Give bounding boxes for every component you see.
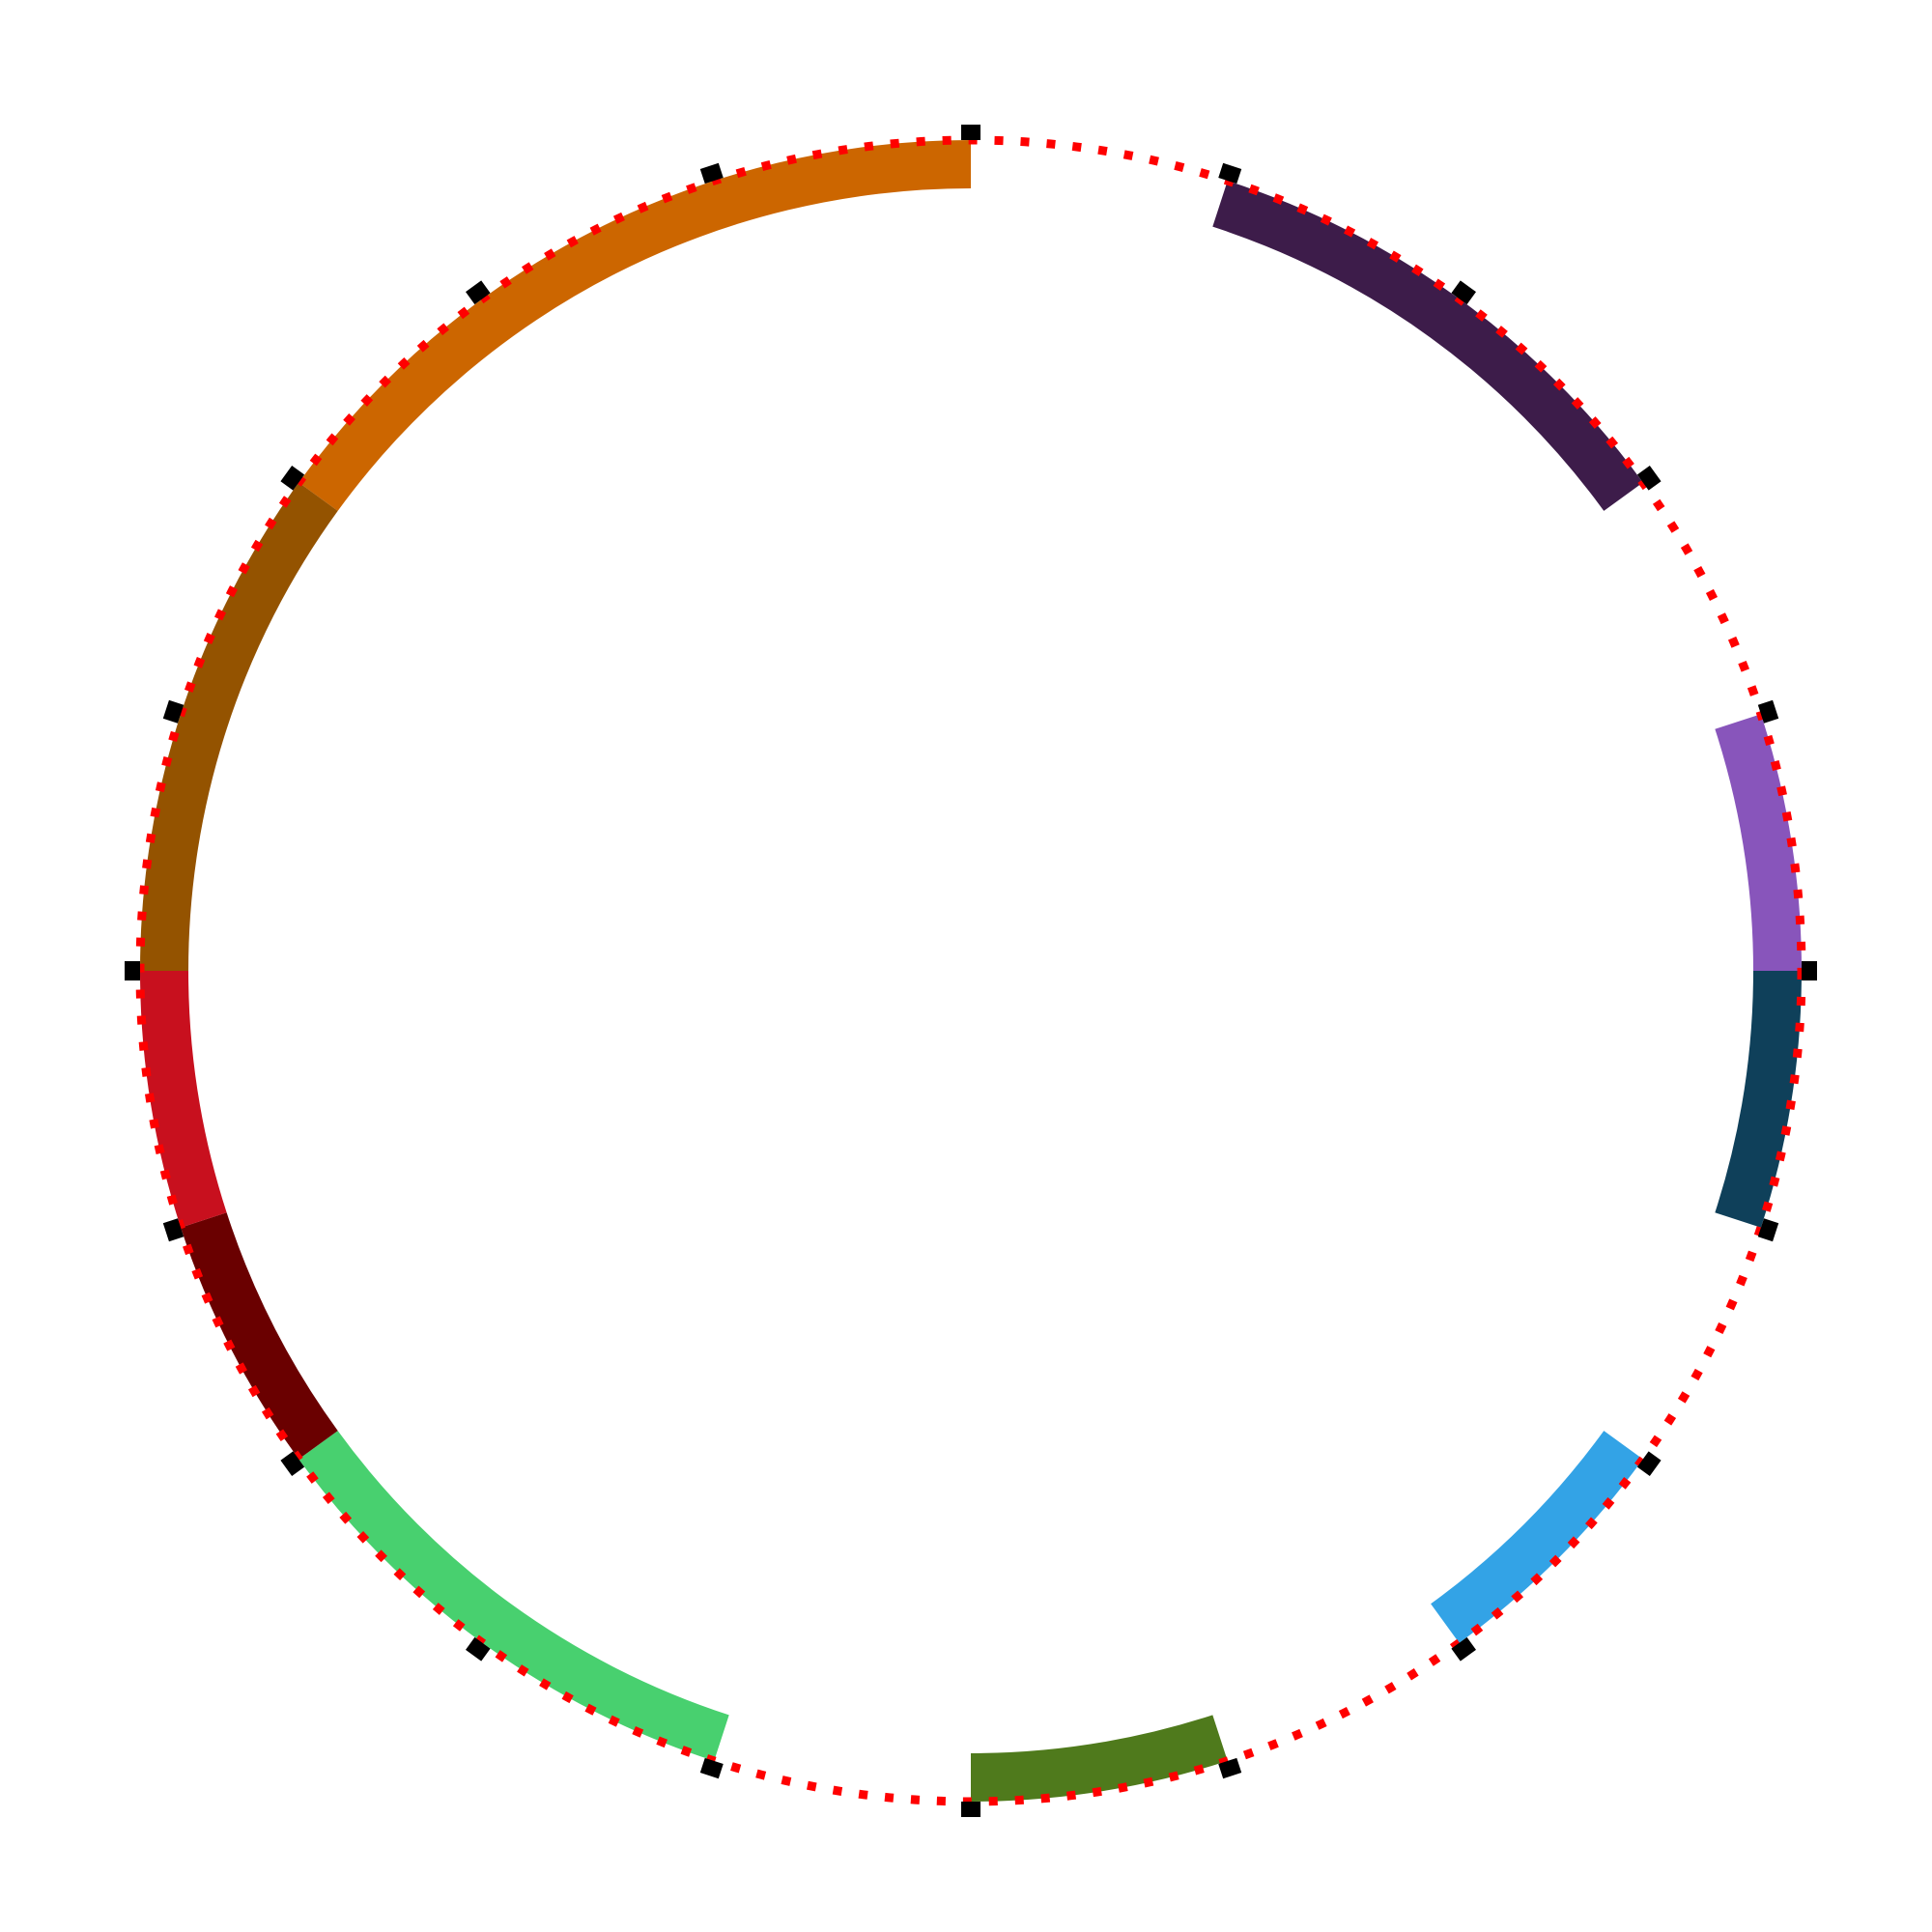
tick-mark	[1802, 961, 1817, 980]
segment-brown	[140, 482, 338, 971]
segment-olive	[971, 1715, 1228, 1802]
tick-marks-layer	[125, 125, 1817, 1817]
tick-mark	[1757, 1218, 1779, 1242]
segment-orange	[298, 139, 972, 511]
segment-dark-purple	[1212, 181, 1643, 511]
segment-navy	[1715, 971, 1802, 1228]
tick-mark	[125, 961, 140, 980]
segment-green	[298, 1431, 729, 1761]
tick-mark	[162, 1218, 185, 1242]
tick-mark	[466, 280, 491, 305]
tick-mark	[466, 1636, 491, 1662]
tick-mark	[1636, 466, 1662, 491]
tick-mark	[961, 125, 980, 140]
segments-layer	[140, 139, 1802, 1802]
tick-mark	[961, 1802, 980, 1817]
tick-mark	[1757, 699, 1779, 724]
segment-red	[140, 971, 227, 1228]
tick-mark	[699, 1757, 724, 1779]
segment-purple	[1715, 714, 1802, 971]
tick-mark	[1218, 1757, 1242, 1779]
tick-mark	[1218, 162, 1242, 185]
segment-dark-red	[181, 1212, 338, 1460]
segment-light-blue	[1431, 1431, 1643, 1643]
tick-mark	[1451, 280, 1476, 305]
tick-mark	[1636, 1451, 1662, 1476]
tick-mark	[280, 1451, 305, 1476]
tick-mark	[699, 162, 724, 185]
tick-mark	[1451, 1636, 1476, 1662]
tick-mark	[280, 466, 305, 491]
tick-mark	[162, 699, 185, 724]
